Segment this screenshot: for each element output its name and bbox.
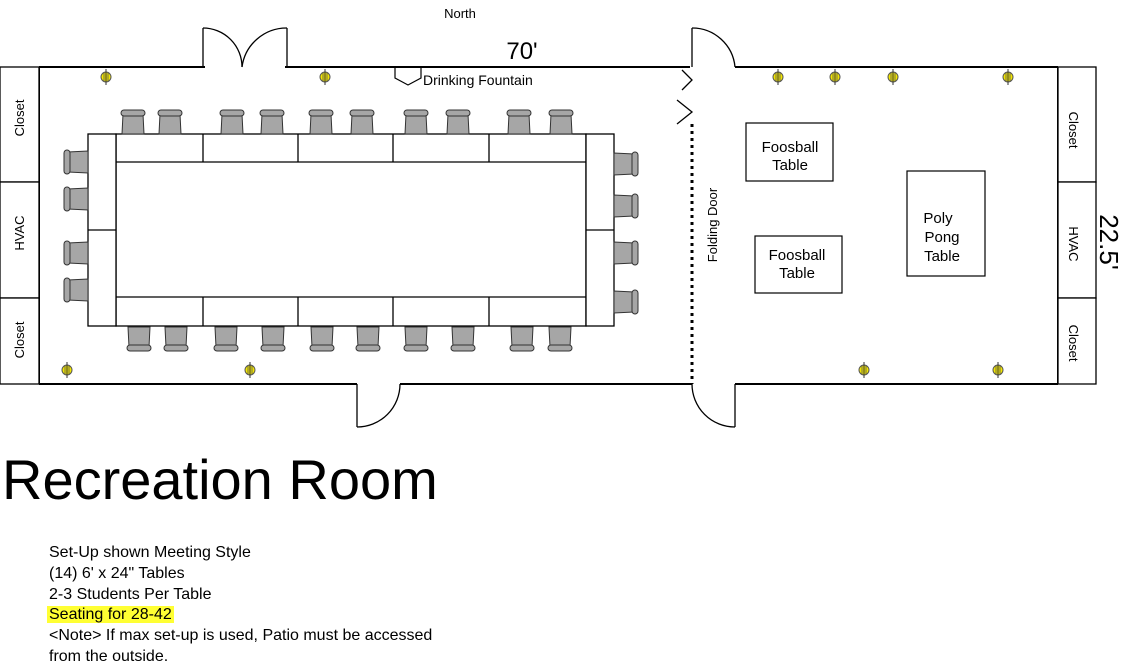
north-east-door[interactable] <box>691 27 736 68</box>
foosball-table-south-label-line2: Table <box>779 265 815 282</box>
chairs-north <box>120 109 574 135</box>
folding-door-chevrons <box>676 69 694 125</box>
patio-access-note: <Note> If max set-up is used, Patio must… <box>49 627 433 645</box>
meeting-table-arrangement <box>87 133 615 327</box>
south-west-door[interactable] <box>356 383 401 428</box>
poly-pong-table-label-line1: Poly <box>923 210 953 227</box>
north-double-door[interactable] <box>202 27 288 68</box>
foosball-table-south <box>754 235 843 294</box>
setup-notes: Set-Up shown Meeting Style (14) 6' x 24"… <box>47 543 433 668</box>
folding-door-label: Folding Door <box>705 187 720 262</box>
seating-capacity-highlight: Seating for 28-42 <box>47 606 174 624</box>
foosball-table-north <box>745 122 834 182</box>
chairs-west <box>63 149 89 303</box>
width-dimension: 22.5' <box>1094 214 1124 270</box>
foosball-table-north-label-line2: Table <box>772 157 808 174</box>
north-label: North <box>444 6 476 21</box>
page-title: Recreation Room <box>2 448 438 511</box>
students-per-table-note: 2-3 Students Per Table <box>49 585 212 603</box>
east-hvac-label: HVAC <box>1066 226 1081 261</box>
drinking-fountain-icon <box>394 68 422 86</box>
chairs-east <box>613 151 639 315</box>
length-dimension: 70' <box>506 38 537 65</box>
east-side-rooms <box>1057 66 1097 385</box>
west-closet-south-label: Closet <box>12 321 27 358</box>
chairs-south <box>126 326 573 352</box>
foosball-table-south-label-line1: Foosball <box>769 247 826 264</box>
seating-capacity-note: Seating for 28-42 <box>47 605 432 626</box>
west-hvac-label: HVAC <box>12 215 27 250</box>
poly-pong-table-label-line2: Pong <box>924 229 959 246</box>
west-side-rooms <box>0 66 40 385</box>
south-east-door[interactable] <box>691 383 736 428</box>
setup-style-note: Set-Up shown Meeting Style <box>49 544 251 561</box>
poly-pong-table-label-line3: Table <box>924 248 960 265</box>
east-closet-south-label: Closet <box>1066 325 1081 362</box>
east-closet-north-label: Closet <box>1066 112 1081 149</box>
table-count-note: (14) 6' x 24" Tables <box>49 564 185 582</box>
foosball-table-north-label-line1: Foosball <box>762 139 819 156</box>
west-closet-north-label: Closet <box>12 99 27 136</box>
patio-access-note-continued: from the outside. <box>49 647 169 665</box>
poly-pong-table <box>906 170 986 277</box>
drinking-fountain-label: Drinking Fountain <box>423 72 533 88</box>
floor-plan-diagram: North 70' 22.5' Closet HVAC Closet <box>0 6 1124 428</box>
